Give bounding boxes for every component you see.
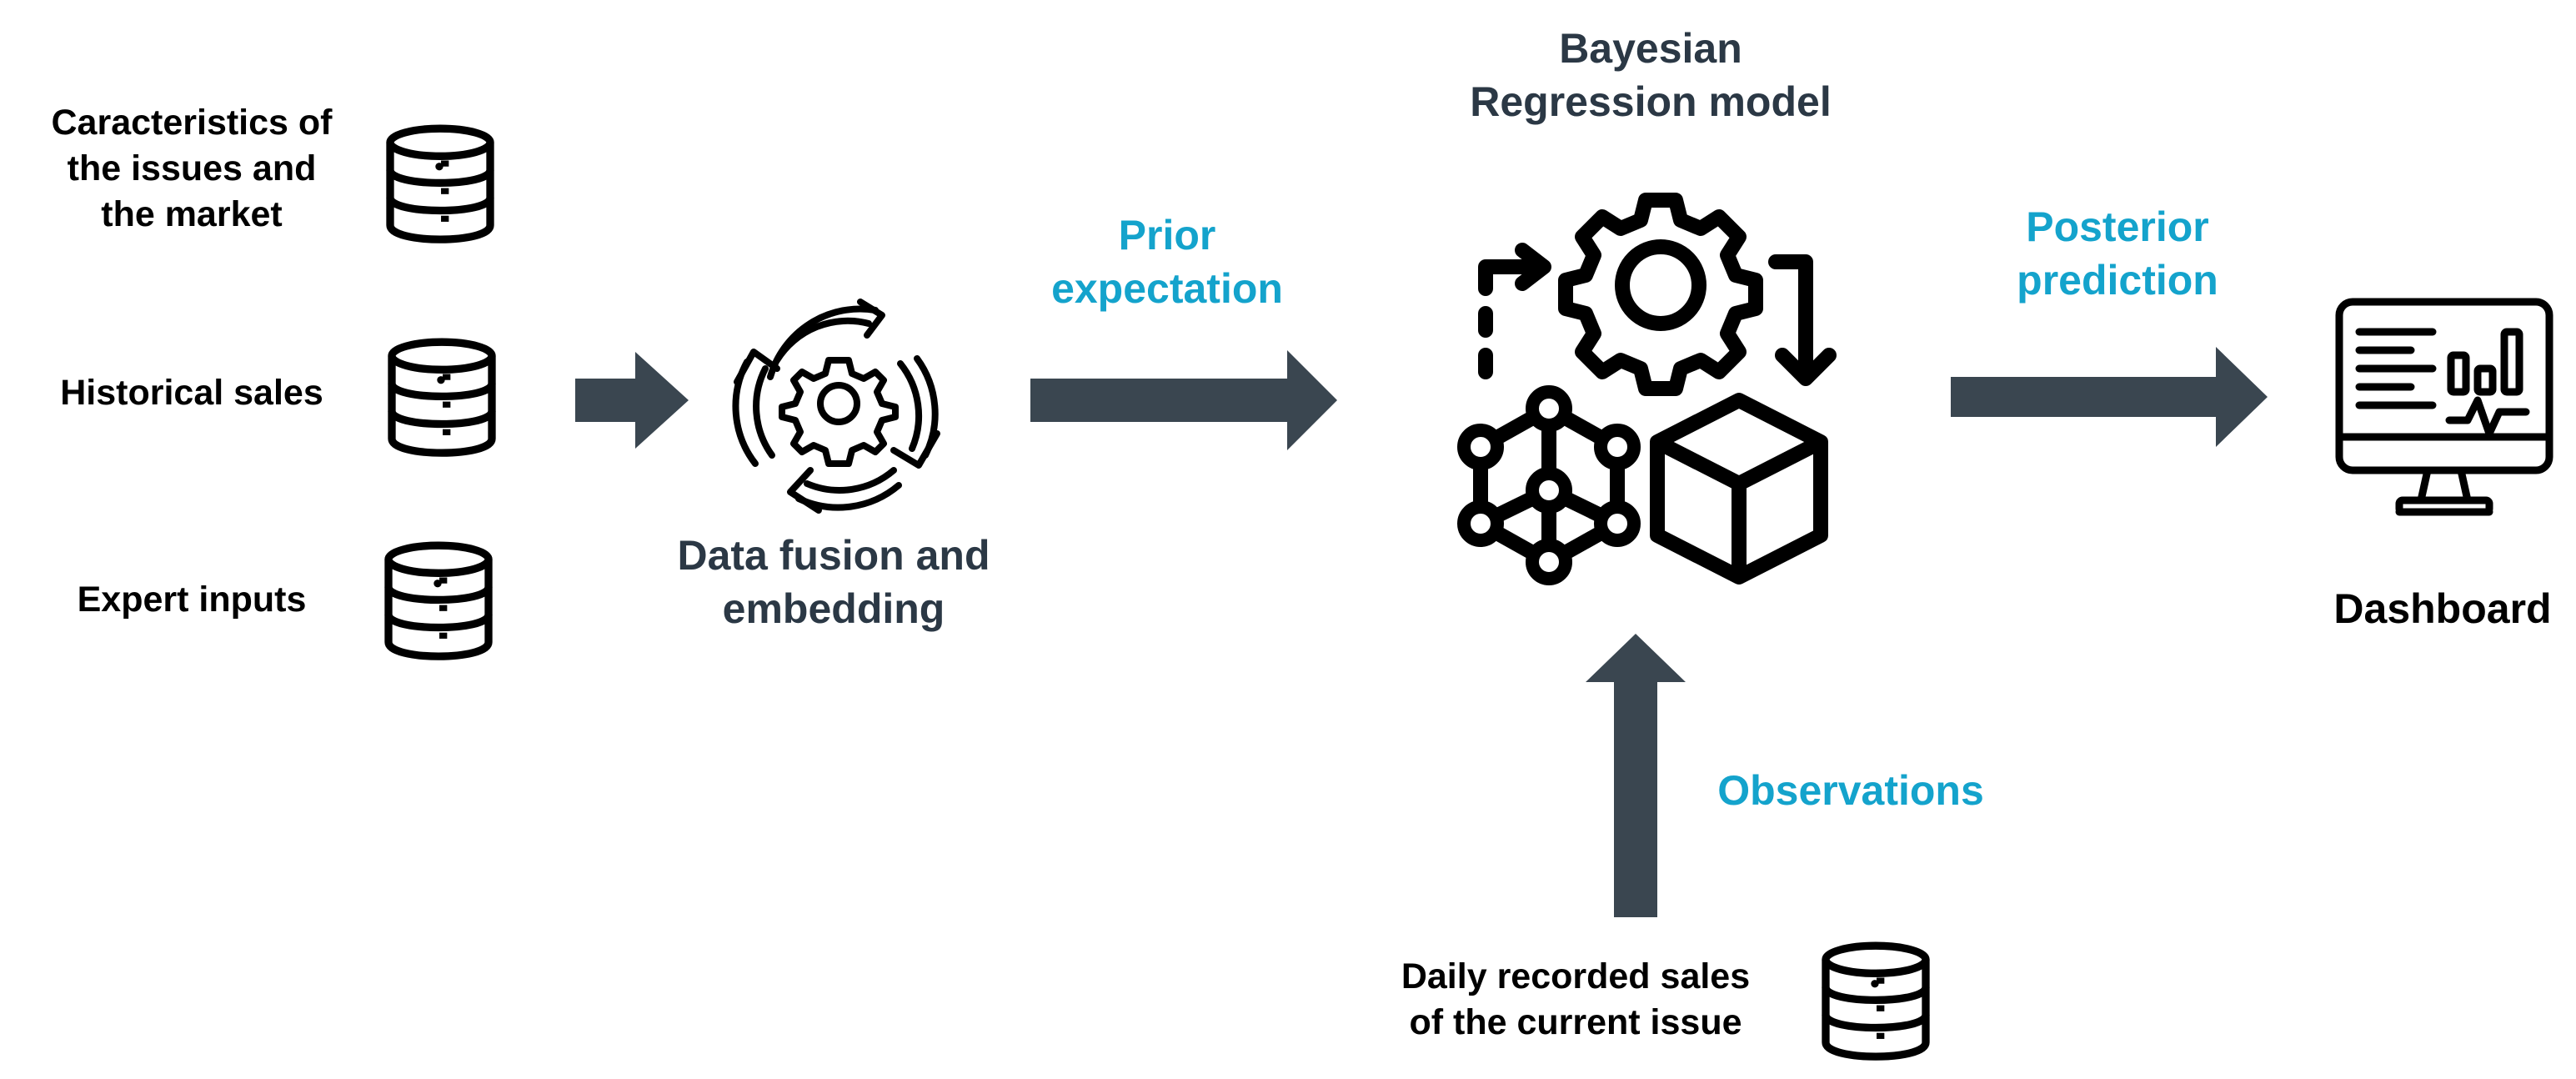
- arrow-inputs-to-fusion: [575, 352, 689, 449]
- prior-label: Prior expectation: [1051, 212, 1283, 312]
- model-title: Bayesian Regression model: [1470, 25, 1832, 125]
- database-icon: [383, 123, 497, 248]
- dashboard-label: Dashboard: [2333, 585, 2552, 632]
- input-historical-label: Historical sales: [60, 373, 323, 413]
- database-icon: [1819, 941, 1932, 1066]
- observations-label: Observations: [1717, 767, 1984, 814]
- gear-cycle-icon: [732, 299, 940, 514]
- arrow-observations: [1586, 634, 1686, 917]
- arrow-prior: [1030, 350, 1337, 450]
- gear-network-cube-icon: [1457, 193, 1837, 585]
- monitor-dashboard-icon: [2335, 298, 2553, 516]
- posterior-label: Posterior prediction: [2017, 203, 2218, 304]
- database-icon: [382, 540, 495, 665]
- database-icon: [385, 337, 499, 462]
- input-expert-label: Expert inputs: [77, 580, 307, 620]
- arrow-posterior: [1951, 347, 2268, 447]
- daily-sales-label: Daily recorded sales of the current issu…: [1401, 956, 1751, 1043]
- fusion-label: Data fusion and embedding: [677, 532, 990, 632]
- input-characteristics-label: Caracteristics of the issues and the mar…: [51, 103, 333, 235]
